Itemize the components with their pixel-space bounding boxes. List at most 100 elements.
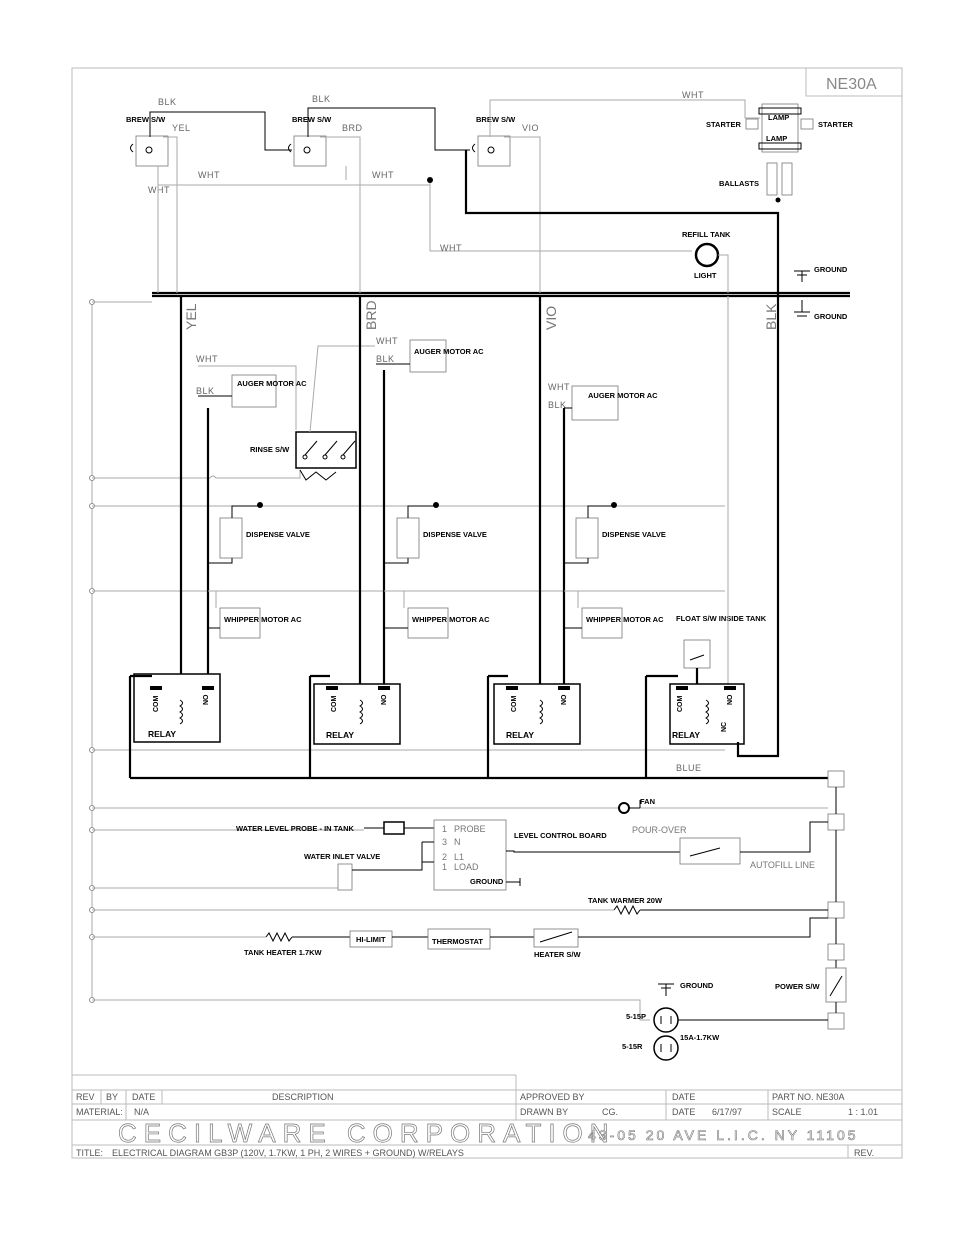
board-probe: PROBE — [454, 824, 486, 834]
brew-switch-3-label: BREW S/W — [476, 115, 516, 124]
amp-rating-label: 15A-1.7KW — [680, 1033, 720, 1042]
relay-1-no: NO — [203, 694, 210, 705]
power-switch — [825, 967, 847, 1003]
auger-motor-1 — [231, 374, 277, 408]
dispense-valve-1 — [219, 517, 243, 559]
refill-tank-label: REFILL TANK — [682, 230, 731, 239]
tb-by: BY — [106, 1092, 118, 1102]
tb-scale-value: 1 : 1.01 — [848, 1107, 878, 1117]
terminal-1 — [827, 770, 845, 788]
tb-title: ELECTRICAL DIAGRAM GB3P (120V, 1.7KW, 1 … — [112, 1148, 464, 1158]
plug-5-15p — [653, 1007, 679, 1033]
terminal-2 — [827, 813, 845, 831]
board-ground: GROUND — [470, 877, 504, 886]
dispense-valve-1-label: DISPENSE VALVE — [246, 530, 310, 539]
tank-warmer-label: TANK WARMER 20W — [588, 896, 663, 905]
dispense-valve-3-label: DISPENSE VALVE — [602, 530, 666, 539]
plug-ground-label: GROUND — [680, 981, 714, 990]
part-corner-label: NE30A — [826, 76, 877, 93]
tb-material: N/A — [134, 1107, 149, 1117]
terminal-5 — [827, 1012, 845, 1030]
brew-switch-2: BREW S/W — [288, 115, 332, 167]
hi-limit-label: HI-LIMIT — [356, 935, 386, 944]
lamp-assembly: STARTER STARTER LAMP LAMP BALLASTS — [706, 103, 853, 196]
tb-material-label: MATERIAL: — [76, 1107, 123, 1117]
relay-3-no: NO — [561, 694, 568, 705]
terminal-3 — [827, 901, 845, 919]
tb-part-no: PART NO. NE30A — [772, 1092, 845, 1102]
dispense-valve-3 — [575, 517, 599, 559]
auger-motor-3 — [571, 385, 619, 421]
board-l1: L1 — [454, 852, 464, 862]
vert-label-yel: YEL — [183, 303, 199, 330]
sheet-border — [71, 67, 903, 1159]
wire-label-blk-2: BLK — [312, 94, 331, 104]
dispense-valve-2-label: DISPENSE VALVE — [423, 530, 487, 539]
hi-limit — [349, 930, 393, 948]
svg-text:1: 1 — [442, 862, 447, 872]
board-load: LOAD — [454, 862, 479, 872]
relay-2-no: NO — [381, 694, 388, 705]
ground-label-1: GROUND — [814, 265, 848, 274]
tb-description: DESCRIPTION — [272, 1092, 334, 1102]
thermostat-label: THERMOSTAT — [432, 937, 483, 946]
wire-label-wht-5: WHT — [440, 243, 462, 253]
tb-rev: REV — [76, 1092, 95, 1102]
thermostat — [427, 928, 491, 950]
tb-drawn-by: CG. — [602, 1107, 618, 1117]
tank-heater-label: TANK HEATER 1.7KW — [244, 948, 323, 957]
whipper-motor-3-label: WHIPPER MOTOR AC — [586, 615, 664, 624]
svg-text:1: 1 — [442, 824, 447, 834]
autofill-line-label: AUTOFILL LINE — [750, 860, 815, 870]
tb-company: CECILWARE CORPORATION — [118, 1118, 616, 1148]
terminal-4 — [827, 943, 845, 961]
relay-2-label: RELAY — [326, 730, 354, 740]
wire-label-vio-1: VIO — [522, 123, 539, 133]
starter-right-label: STARTER — [818, 120, 853, 129]
wire-label-blk-4: BLK — [376, 354, 395, 364]
auger-motor-3-label: AUGER MOTOR AC — [588, 391, 658, 400]
pour-over-label: POUR-OVER — [632, 825, 687, 835]
level-control-board-label: LEVEL CONTROL BOARD — [514, 831, 607, 840]
svg-text:3: 3 — [442, 837, 447, 847]
whipper-motor-1 — [219, 607, 261, 639]
whipper-motor-3 — [581, 607, 623, 639]
tb-address: 43-05 20 AVE L.I.C. NY 11105 — [588, 1127, 859, 1143]
auger-motor-2 — [409, 339, 447, 373]
tb-title-label: TITLE: — [76, 1148, 103, 1158]
relay-4-nc: NC — [721, 722, 728, 732]
level-control-board — [433, 819, 507, 891]
heater-switch-label: HEATER S/W — [534, 950, 581, 959]
wire-label-blk-5: BLK — [548, 400, 567, 410]
relay-3-com: COM — [511, 696, 518, 713]
ground-symbols: GROUND GROUND — [794, 265, 848, 321]
vert-label-brd: BRD — [363, 300, 379, 330]
receptacle-5-15r — [653, 1035, 679, 1061]
ground-label-2: GROUND — [814, 312, 848, 321]
relay-1: RELAY COM NO — [133, 673, 221, 743]
vert-label-blk: BLK — [763, 303, 779, 330]
wire-label-wht-3: WHT — [372, 170, 394, 180]
brew-switch-1: BREW S/W — [126, 115, 169, 167]
tb-date-label: DATE — [672, 1107, 695, 1117]
tb-approved-by: APPROVED BY — [520, 1092, 585, 1102]
tb-rev2: REV. — [854, 1148, 874, 1158]
wire-label-blk-1: BLK — [158, 97, 177, 107]
brew-switch-2-label: BREW S/W — [292, 115, 332, 124]
wire-label-blk-3: BLK — [196, 386, 215, 396]
relay-4-label: RELAY — [672, 730, 700, 740]
wire-label-wht-6: WHT — [196, 354, 218, 364]
power-switch-label: POWER S/W — [775, 982, 821, 991]
relay-3-label: RELAY — [506, 730, 534, 740]
ballasts-label: BALLASTS — [719, 179, 759, 188]
relay-2: RELAY COM NO — [313, 683, 401, 745]
wire-label-blue: BLUE — [676, 763, 702, 773]
wire-label-wht-2: WHT — [148, 185, 170, 195]
water-inlet-valve-label: WATER INLET VALVE — [304, 852, 380, 861]
tb-drawn-by-label: DRAWN BY — [520, 1107, 568, 1117]
whipper-motor-1-label: WHIPPER MOTOR AC — [224, 615, 302, 624]
plug-5-15r-label: 5-15R — [622, 1042, 643, 1051]
fan-label: FAN — [640, 797, 655, 806]
relay-4-com: COM — [677, 696, 684, 713]
